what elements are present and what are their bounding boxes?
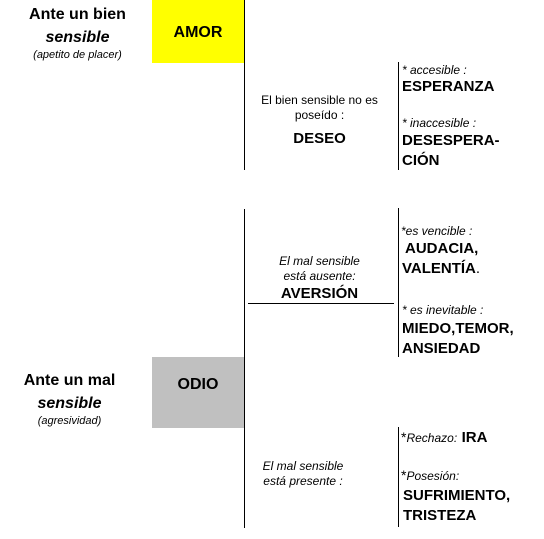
rechazo-label: Rechazo: [406,431,458,445]
amor-box: AMOR [152,0,244,63]
bien-heading-line2: sensible [45,29,110,46]
aversion-bracket-line [398,208,399,357]
miedo-line1: MIEDO,TEMOR, [402,320,514,337]
odio-box: ODIO [152,357,244,428]
bien-condition: El bien sensible no es poseído : [247,93,392,123]
valentia-dot: . [475,260,481,277]
ira-label: IRA [461,429,488,446]
mal-presente: El mal sensible está presente : [247,459,359,489]
audacia-line2: VALENTÍA. [402,259,480,279]
mal-presente-line1: El mal sensible [262,459,344,473]
mal-heading-note: (agresividad) [37,415,102,427]
mal-bracket-line-lower [244,428,245,528]
sufrimiento-line2: TRISTEZA [403,507,477,524]
desesperacion-line2: CIÓN [402,152,440,169]
mal-heading-line1: Ante un mal [23,372,116,389]
mal-bracket-line [244,209,245,428]
mal-heading-line2: sensible [37,395,102,412]
bien-heading-line1: Ante un bien [29,6,126,23]
audacia-label: AUDACIA, VALENTÍA. [402,239,480,279]
ausente-divider-line [248,303,394,304]
aversion-label: AVERSIÓN [280,285,359,302]
sufrimiento-label: SUFRIMIENTO, TRISTEZA [403,486,510,526]
rechazo-star: * [401,429,407,445]
bien-condition-line2: poseído : [294,108,345,122]
posesion-star: * [401,467,407,483]
rechazo-row: *Rechazo: IRA [401,429,487,447]
esperanza-label: ESPERANZA [402,78,495,95]
mal-presente-line2: está presente : [263,474,343,488]
presente-bracket-line [398,427,399,527]
desesperacion-line1: DESESPERA- [402,132,500,149]
deseo-bracket-line [398,62,399,170]
deseo-label: DESEO [293,130,346,147]
inaccesible-label: * inaccesible : [402,116,477,130]
amor-label: AMOR [173,24,223,41]
accesible-label: * accesible : [402,63,467,77]
odio-label: ODIO [177,376,219,393]
miedo-line2: ANSIEDAD [402,340,481,357]
posesion-label: Posesión: [406,469,460,483]
mal-ausente-line1: El mal sensible [279,254,360,268]
bien-bracket-line [244,0,245,170]
posesion-row: *Posesión: [401,467,459,485]
inevitable-label: * es inevitable : [402,303,484,317]
miedo-label: MIEDO,TEMOR, ANSIEDAD [402,319,514,359]
vencible-label: *es vencible : [401,224,473,238]
sufrimiento-line1: SUFRIMIENTO, [403,487,511,504]
audacia-line1: AUDACIA, [405,240,479,257]
bien-condition-line1: El bien sensible no es [261,93,378,107]
mal-ausente: El mal sensible está ausente: [247,254,392,284]
valentia-text: VALENTÍA [402,260,476,277]
desesperacion-label: DESESPERA- CIÓN [402,131,500,171]
mal-ausente-line2: está ausente: [283,269,356,283]
bien-heading-note: (apetito de placer) [33,49,122,61]
